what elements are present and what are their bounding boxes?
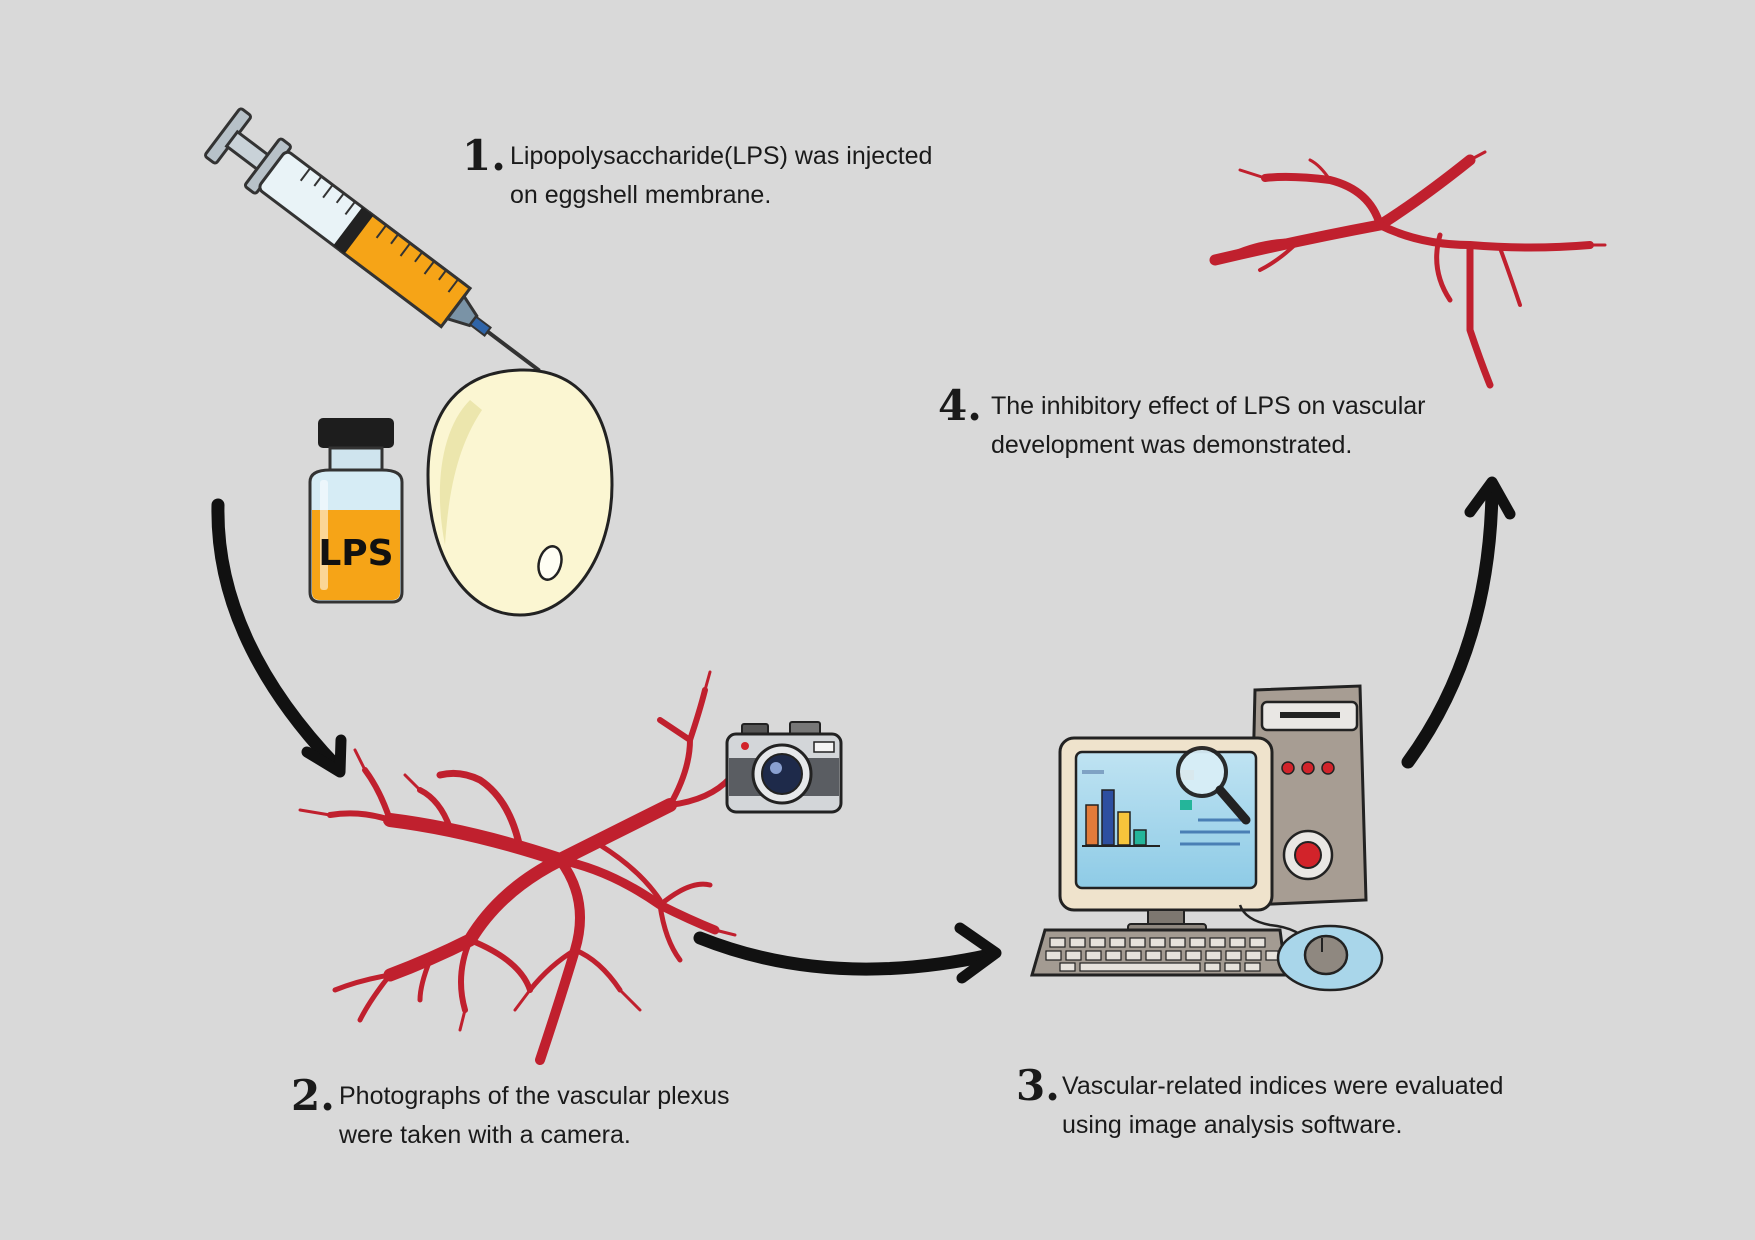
- step-number: 1.: [462, 131, 506, 180]
- blood-vessel-icon: [298, 670, 750, 1065]
- arrow-icon: [693, 922, 1002, 984]
- blood-vessel-icon: [1209, 150, 1607, 389]
- egg-icon: [426, 368, 614, 617]
- step-number: 2.: [291, 1071, 335, 1120]
- step-text-line: on eggshell membrane.: [510, 181, 772, 209]
- arrow-icon: [211, 498, 347, 778]
- step-text-line: using image analysis software.: [1062, 1111, 1403, 1139]
- step-number: 3.: [1016, 1061, 1060, 1110]
- step-text-line: were taken with a camera.: [339, 1121, 631, 1149]
- step-text-line: development was demonstrated.: [991, 431, 1353, 459]
- step-text-line: The inhibitory effect of LPS on vascular: [991, 392, 1426, 420]
- computer-icon: [1030, 684, 1384, 992]
- vial-icon: [308, 418, 404, 604]
- step-text-line: Photographs of the vascular plexus: [339, 1082, 730, 1110]
- arrow-icon: [1401, 476, 1516, 769]
- syringe-icon: [204, 107, 541, 373]
- vial-label: LPS: [318, 533, 393, 574]
- step-text-line: Vascular-related indices were evaluated: [1062, 1072, 1504, 1100]
- step-text-line: Lipopolysaccharide(LPS) was injected: [510, 142, 933, 170]
- camera-icon: [725, 721, 843, 814]
- step-number: 4.: [938, 381, 982, 430]
